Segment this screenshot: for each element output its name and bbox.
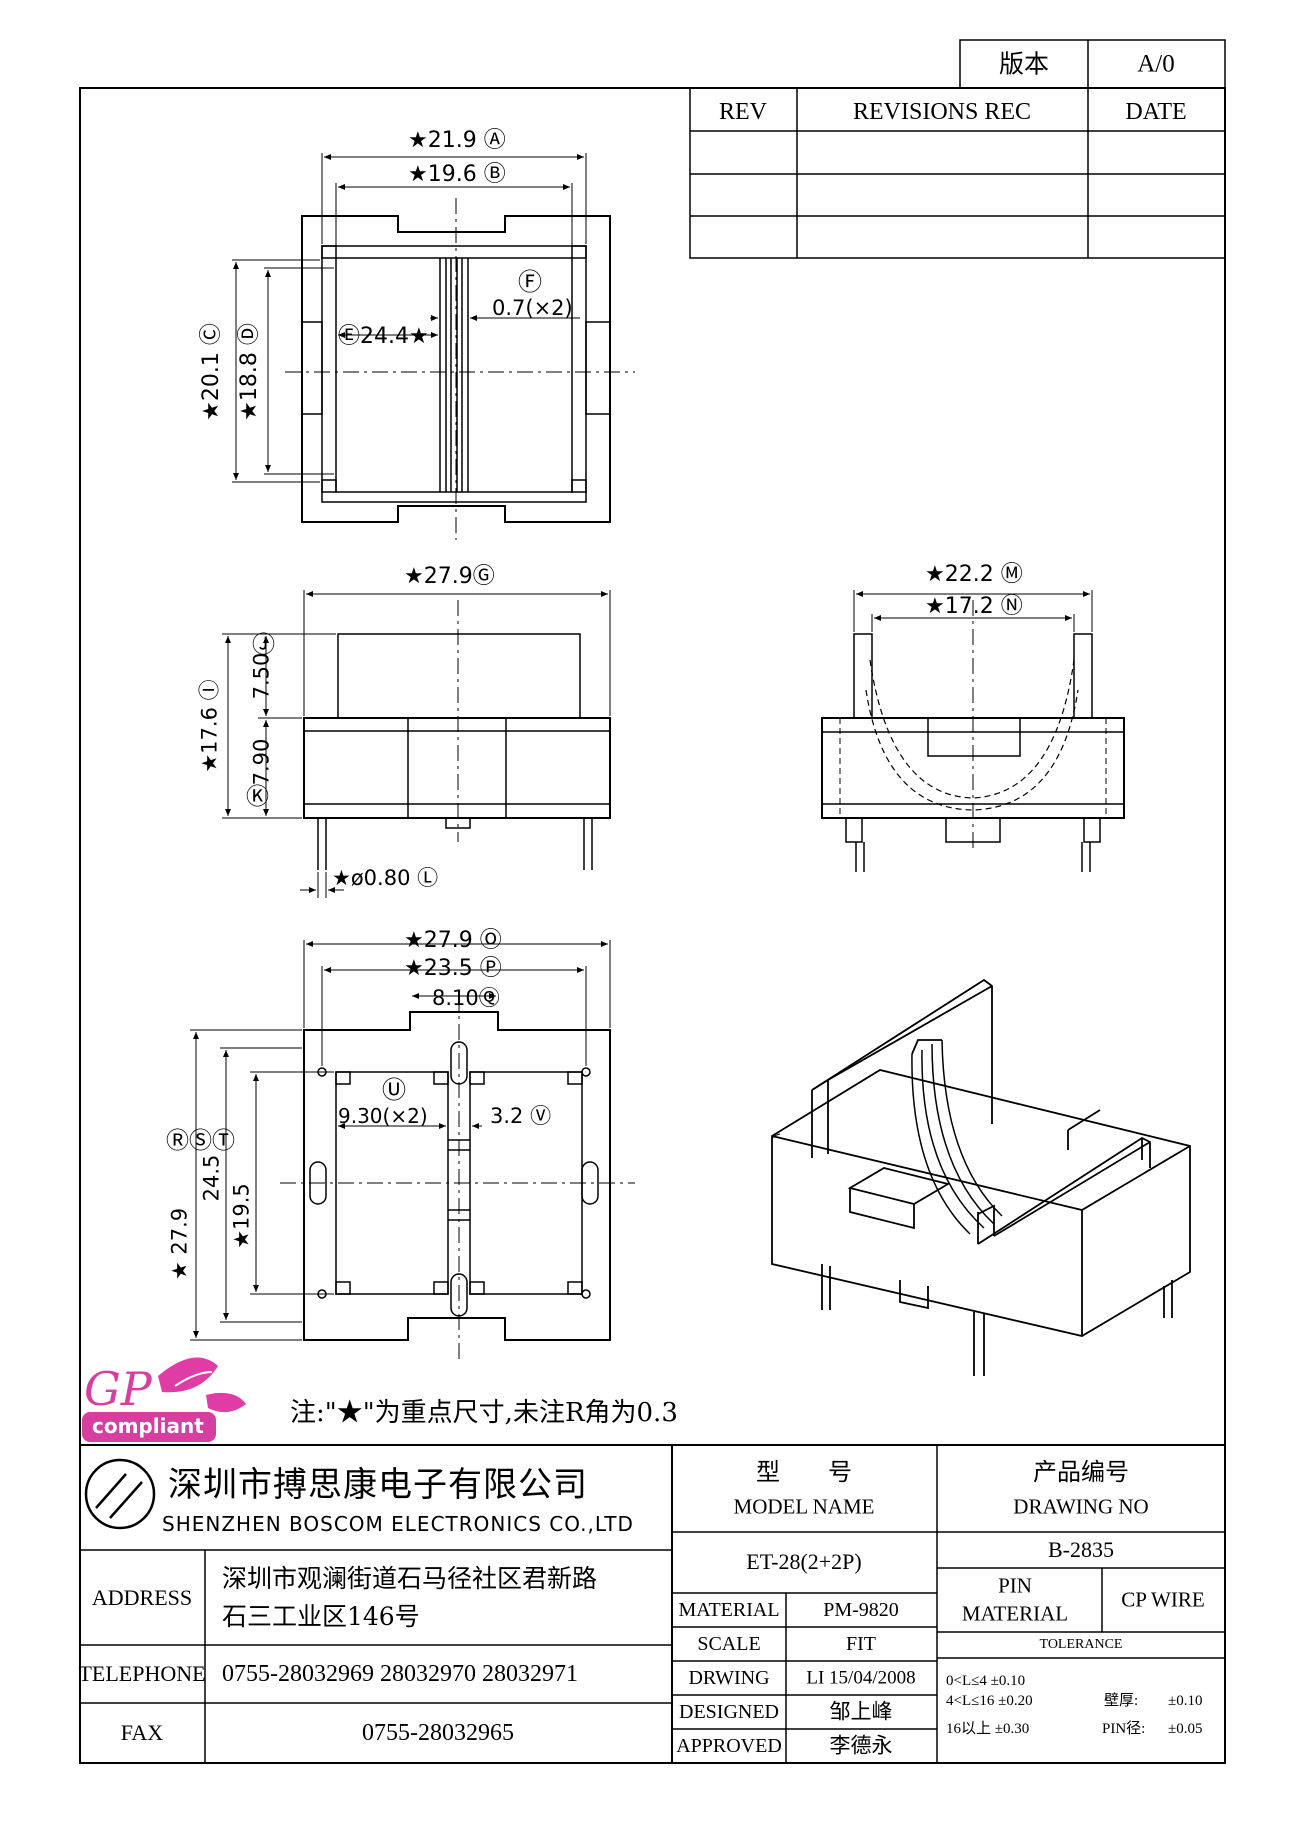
drawing-label-en: DRAWING NO: [1013, 1494, 1149, 1519]
dim-u: 9.30(×2): [338, 1104, 428, 1128]
dim-d: ★18.8 Ⓓ: [237, 323, 262, 421]
approved-value: 李德永: [829, 1733, 893, 1758]
dim-p: ★23.5 Ⓟ: [404, 956, 502, 981]
material-label: MATERIAL: [678, 1599, 780, 1621]
bottom-view-dimensions: [190, 940, 611, 1341]
bottom-view: [280, 995, 635, 1360]
revisions-table-lines: [689, 87, 1226, 259]
gp-leaf-icon: [158, 1357, 246, 1413]
dim-g: ★27.9Ⓖ: [404, 564, 495, 589]
dim-f: 0.7(×2): [492, 296, 573, 320]
dim-f-marker: Ⓕ: [518, 268, 542, 296]
pin-diameter-value: ±0.05: [1168, 1721, 1203, 1737]
front-view-dimensions: [222, 590, 611, 898]
address-line-1: 深圳市观澜街道石马径社区君新路: [222, 1564, 598, 1593]
dim-e: Ⓔ24.4★: [338, 324, 429, 349]
drawing-value: B-2835: [1048, 1537, 1114, 1562]
dim-u-marker: Ⓤ: [382, 1076, 406, 1104]
designed-label: DESIGNED: [679, 1701, 779, 1723]
company-name-cn: 深圳市搏思康电子有限公司: [168, 1465, 588, 1505]
pin-label-1: PIN: [998, 1573, 1032, 1598]
side-view-dimensions: [853, 590, 1093, 632]
version-value: A/0: [1137, 50, 1175, 78]
wall-thickness-label: 壁厚:: [1104, 1693, 1139, 1709]
designed-value: 邹上峰: [829, 1699, 893, 1724]
front-view: [303, 600, 611, 870]
isometric-view: [771, 978, 1191, 1376]
company-logo-icon: [84, 1458, 156, 1530]
dim-v: 3.2 Ⓥ: [490, 1104, 552, 1128]
revisions-rec-header: REVISIONS REC: [852, 99, 1032, 125]
model-label-en: MODEL NAME: [733, 1494, 875, 1519]
drawing-label-cn: 产品编号: [1033, 1458, 1129, 1486]
tolerance-row-1: 0<L≤4 ±0.10: [946, 1673, 1026, 1689]
dim-c: ★20.1 Ⓒ: [199, 323, 224, 421]
dim-s: 24.5: [199, 1154, 224, 1202]
approved-label: APPROVED: [676, 1735, 782, 1757]
company-name-en: SHENZHEN BOSCOM ELECTRONICS CO.,LTD: [162, 1512, 634, 1536]
compliant-badge-bg: [82, 1412, 216, 1442]
drwing-label: DRWING: [688, 1667, 770, 1689]
scale-label: SCALE: [697, 1633, 761, 1655]
telephone-value: 0755-28032969 28032970 28032971: [222, 1661, 578, 1687]
material-value: PM-9820: [823, 1599, 899, 1621]
tolerance-label: TOLERANCE: [1039, 1637, 1123, 1652]
dim-l: ★ø0.80 Ⓛ: [332, 866, 439, 890]
pin-diameter-label: PIN径:: [1102, 1721, 1146, 1737]
model-value: ET-28(2+2P): [746, 1549, 862, 1574]
rev-header: REV: [719, 99, 767, 125]
dim-k-marker: Ⓚ: [246, 784, 269, 810]
dim-m: ★22.2 Ⓜ: [925, 562, 1023, 587]
tolerance-row-2: 4<L≤16 ±0.20: [946, 1693, 1033, 1709]
side-view: [821, 600, 1125, 872]
drwing-value: LI 15/04/2008: [806, 1667, 916, 1689]
dim-rst-markers: ⓇⓈⓉ: [166, 1128, 235, 1154]
pin-label-2: MATERIAL: [961, 1601, 1069, 1626]
fax-label: FAX: [120, 1720, 164, 1745]
address-line-2: 石三工业区146号: [222, 1602, 420, 1631]
title-block-lines: [80, 1444, 1225, 1763]
fax-value: 0755-28032965: [362, 1720, 514, 1746]
address-label: ADDRESS: [91, 1585, 193, 1610]
dim-a: ★21.9 Ⓐ: [408, 128, 506, 153]
version-label: 版本: [998, 49, 1050, 79]
telephone-label: TELEPHONE: [78, 1661, 206, 1686]
wall-thickness-value: ±0.10: [1168, 1693, 1203, 1709]
model-label-cn: 型 号: [756, 1458, 852, 1486]
dim-i: ★17.6 Ⓘ: [197, 679, 222, 773]
compliant-text: compliant: [92, 1414, 204, 1438]
dim-k: 7.90: [249, 738, 274, 786]
dim-j-marker: Ⓙ: [252, 632, 275, 658]
dim-r: ★ 27.9: [167, 1207, 192, 1281]
pin-value: CP WIRE: [1121, 1587, 1205, 1612]
dim-j: 7.50: [249, 652, 274, 700]
dim-o: ★27.9 Ⓞ: [404, 928, 502, 953]
dim-q: 8.10Ⓠ: [432, 986, 500, 1010]
date-header: DATE: [1125, 99, 1187, 125]
scale-value: FIT: [846, 1633, 876, 1655]
drawing-note: 注:"★"为重点尺寸,未注R角为0.3: [290, 1398, 678, 1428]
top-view: [285, 198, 635, 540]
dim-t: ★19.5: [229, 1183, 254, 1249]
dim-n: ★17.2 Ⓝ: [925, 594, 1023, 619]
top-view-dimensions: [232, 153, 587, 483]
dim-b: ★19.6 Ⓑ: [408, 162, 506, 187]
tolerance-row-3: 16以上 ±0.30: [946, 1721, 1030, 1737]
gp-logo-text: GP: [84, 1362, 152, 1416]
sheet-border: [79, 87, 1226, 1764]
